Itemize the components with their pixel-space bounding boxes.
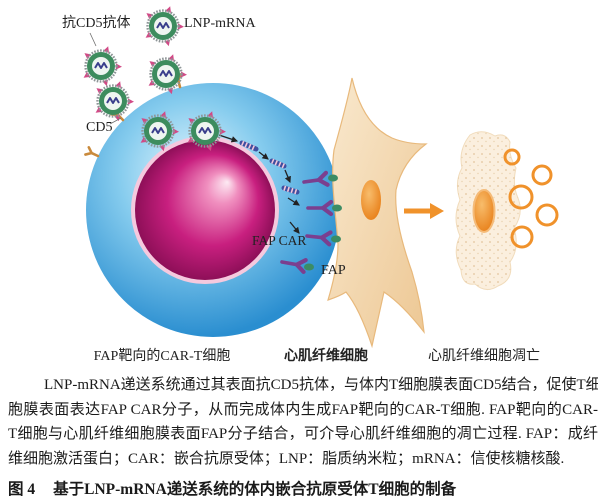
intracellular-pathway [218,134,300,234]
figure-diagram: 抗CD5抗体 LNP-mRNA CD5 FAP CAR FAP FAP靶向的CA… [62,0,559,364]
apoptotic-body [503,148,521,166]
pathway-arrow [287,197,300,206]
fap-molecule [331,235,341,243]
mrna-strand [239,140,259,152]
car-t-cell [86,83,340,337]
mrna-strand [269,158,287,169]
apoptotic-nucleus [472,189,496,233]
caption-line: T细胞与心肌纤维细胞膜表面FAP分子结合，可介导心肌纤维细胞的凋亡过程. FAP… [8,426,598,442]
mrna-strand [281,185,300,195]
apoptotic-fibroblast [455,131,559,290]
figure-title: 图 4 基于LNP-mRNA递送系统的体内嵌合抗原受体T细胞的制备 [8,477,600,499]
apoptosis-arrow [404,203,444,219]
fap-molecule [304,263,314,271]
caption-line: 维细胞激活蛋白；CAR：嵌合抗原受体；LNP：脂质纳米粒；mRNA：信使核糖核酸… [8,450,565,467]
apoptotic-body [508,184,534,210]
pathway-arrow [289,221,300,234]
figure-caption: LNP-mRNA递送系统通过其表面抗CD5抗体，与体内T细胞膜表面CD5结合，促… [8,373,598,471]
cardiac-fibroblast [327,77,428,349]
t-cell-nucleus [135,140,275,280]
apoptotic-body [510,225,534,249]
lnp-particle [144,5,184,47]
leader-anti-cd5 [89,32,97,47]
label-fibroblast-apoptosis: 心肌纤维细胞凋亡 [428,348,540,364]
label-fap: FAP [321,263,346,278]
label-fap-car: FAP CAR [252,233,306,248]
figure-title-text: 基于LNP-mRNA递送系统的体内嵌合抗原受体T细胞的制备 [53,481,457,498]
label-cardiac-fibroblast: 心肌纤维细胞 [284,347,368,364]
leader-lines [89,32,122,125]
lnp-particle [82,45,122,87]
label-car-t-cell: FAP靶向的CAR-T细胞 [94,348,231,364]
label-anti-cd5-antibody: 抗CD5抗体 [62,15,130,31]
figure-number: 图 4 [8,481,36,498]
fap-molecules [304,174,342,271]
apoptotic-body [535,203,559,227]
fap-molecule [332,204,342,212]
label-cd5: CD5 [86,120,112,135]
label-lnp-mrna: LNP-mRNA [184,16,256,31]
pathway-arrow [284,169,291,183]
pathway-arrow [258,151,269,160]
fap-molecule [328,174,338,182]
fibroblast-nucleus [361,180,381,220]
caption-line: LNP-mRNA递送系统通过其表面抗CD5抗体，与体内T细胞膜表面CD5结合，促… [44,377,598,393]
apoptotic-body [531,164,553,186]
caption-line: 胞膜表面表达FAP CAR分子，从而完成体内生成FAP靶向的CAR-T细胞. F… [8,401,598,418]
pathway-arrow [218,134,239,143]
leader-cd5 [109,117,122,125]
